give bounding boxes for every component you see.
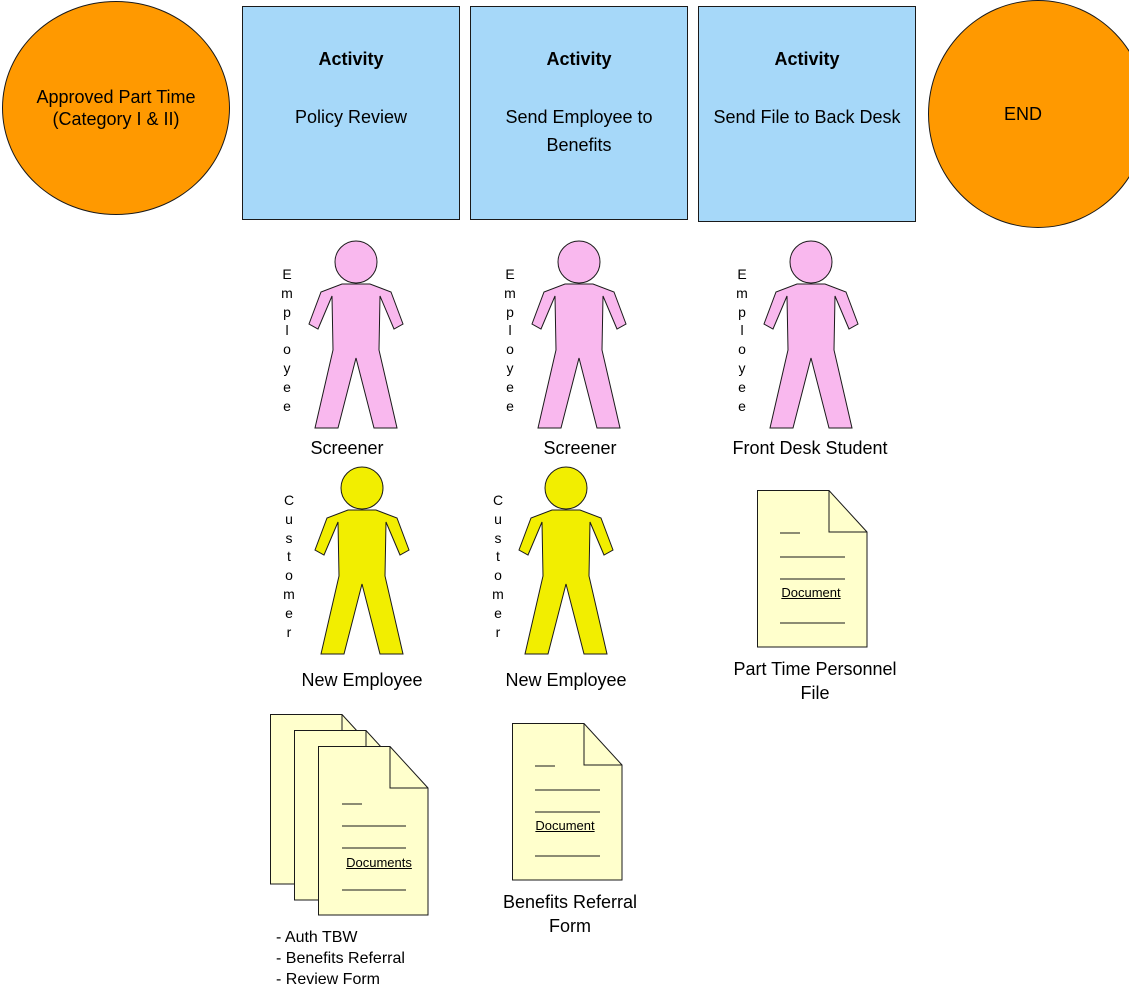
customer-figure-icon[interactable] [313, 466, 411, 656]
activity-name: Policy Review [294, 107, 408, 127]
employee-figure-icon[interactable] [762, 240, 860, 430]
activity-send-employee-to-benefits[interactable]: Activity Send Employee to Benefits [470, 6, 688, 220]
documents-word: Documents [346, 855, 412, 870]
documents-list-item: - Review Form [276, 971, 381, 988]
activity-name: Send Employee to Benefits [505, 107, 653, 155]
document-word: Document [535, 818, 595, 833]
activity-name: Send File to Back Desk [713, 107, 901, 127]
customer-figure-icon[interactable] [517, 466, 615, 656]
activity-header: Activity [774, 49, 840, 69]
activity-header: Activity [546, 49, 612, 69]
employee-name: Screener [543, 438, 617, 458]
documents-stack-icon[interactable] [270, 714, 435, 916]
employee-name: Front Desk Student [732, 438, 888, 458]
employee-figure-icon[interactable] [530, 240, 628, 430]
activity-policy-review[interactable]: Activity Policy Review [242, 6, 460, 220]
document-word: Document [781, 585, 841, 600]
document-icon[interactable] [757, 490, 869, 648]
documents-list-item: - Auth TBW [276, 929, 358, 946]
customer-name: New Employee [301, 670, 423, 690]
activity-send-file-to-back-desk[interactable]: Activity Send File to Back Desk [698, 6, 916, 222]
documents-list-item: - Benefits Referral [276, 950, 405, 967]
end-terminator[interactable]: END [928, 0, 1129, 228]
start-label: Approved Part Time (Category I & II) [36, 87, 196, 129]
document-label: Benefits Referral Form [502, 892, 638, 936]
employee-name: Screener [310, 438, 384, 458]
activity-header: Activity [318, 49, 384, 69]
document-label: Part Time Personnel File [733, 659, 897, 703]
documents-list: - Auth TBW - Benefits Referral - Review … [276, 927, 405, 990]
customer-name: New Employee [505, 670, 627, 690]
end-label: END [1003, 104, 1042, 124]
document-icon[interactable] [512, 723, 624, 881]
employee-figure-icon[interactable] [307, 240, 405, 430]
start-terminator[interactable]: Approved Part Time (Category I & II) [2, 1, 230, 215]
